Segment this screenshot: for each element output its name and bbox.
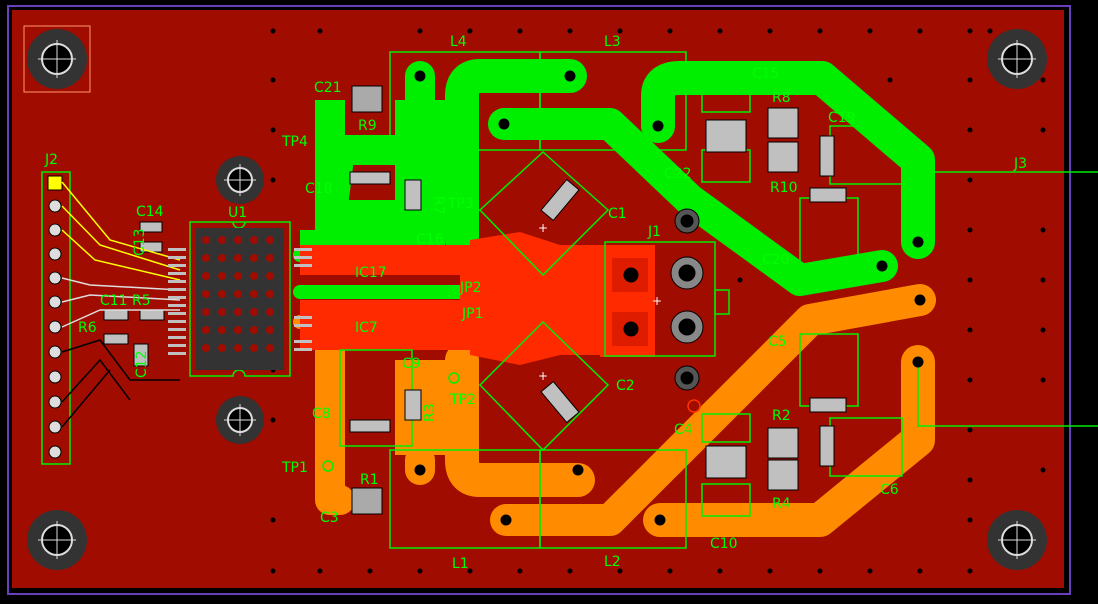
mounting-hole-bl — [27, 510, 87, 570]
label-c9: C9 — [402, 356, 421, 372]
label-r7: R7 — [430, 196, 446, 215]
svg-text:+: + — [538, 369, 548, 383]
label-j1: J1 — [647, 224, 661, 240]
polarity-marks: + + + — [538, 221, 662, 383]
label-l3: L3 — [604, 34, 621, 50]
label-r8: R8 — [772, 90, 791, 106]
label-c21: C21 — [314, 80, 342, 96]
label-tp3: TP3 — [447, 196, 474, 212]
label-c14: C14 — [136, 204, 164, 220]
mounting-hole-tr — [987, 29, 1047, 89]
svg-text:+: + — [652, 294, 662, 308]
label-r3: R3 — [422, 403, 438, 422]
j3-line — [917, 171, 1098, 240]
u1-pins — [168, 248, 312, 355]
label-c13: C13 — [132, 228, 148, 256]
mounting-hole-tl — [27, 29, 87, 89]
u1-thermal-pads — [202, 236, 274, 352]
mounting-hole-u1-bottom — [216, 396, 264, 444]
c4-outline — [701, 413, 751, 443]
label-c2: C2 — [616, 378, 635, 394]
label-r4: R4 — [772, 496, 791, 512]
label-c15: C15 — [752, 66, 780, 82]
c2-outline — [478, 320, 610, 452]
u1-outline — [189, 221, 291, 377]
label-c22: C22 — [664, 166, 692, 182]
label-jp2: JP2 — [459, 280, 481, 296]
label-c8: C8 — [312, 406, 331, 422]
c15-outline — [701, 83, 751, 113]
l3-outline — [539, 51, 687, 151]
c1-outline — [478, 150, 610, 277]
label-l1: L1 — [452, 556, 469, 572]
label-c4: C4 — [674, 422, 693, 438]
board-outline — [7, 5, 1071, 595]
label-c11: C11 — [100, 293, 128, 309]
label-l2: L2 — [604, 554, 621, 570]
label-c20: C20 — [762, 252, 790, 268]
via-grid — [270, 28, 1046, 574]
l2-outline — [539, 449, 687, 549]
mounting-hole-br — [987, 510, 1047, 570]
label-l4: L4 — [450, 34, 467, 50]
label-r6: R6 — [78, 320, 97, 336]
label-c18: C18 — [305, 181, 333, 197]
labels: J2 U1 L4 L3 L1 L2 J1 J3 C21 R9 TP4 C18 R… — [44, 34, 1027, 572]
label-c10: C10 — [710, 536, 738, 552]
label-r9: R9 — [358, 118, 377, 134]
pads — [47, 70, 926, 526]
j2-traces — [61, 181, 181, 428]
label-ic7: IC7 — [355, 320, 378, 336]
label-jp1: JP1 — [461, 306, 483, 322]
label-c5: C5 — [768, 334, 787, 350]
label-j3: J3 — [1013, 156, 1027, 172]
label-tp4: TP4 — [281, 134, 308, 150]
label-c3: C3 — [320, 510, 339, 526]
label-r5: R5 — [132, 293, 151, 309]
c10-outline — [701, 483, 751, 517]
label-c1: C1 — [608, 206, 627, 222]
j2-outline — [41, 171, 71, 465]
test-points — [320, 134, 460, 472]
green-pour-mid — [395, 100, 445, 250]
label-c16: C16 — [416, 232, 444, 248]
svg-text:+: + — [538, 221, 548, 235]
label-tp2: TP2 — [449, 392, 476, 408]
label-c19: C19 — [828, 110, 856, 126]
label-r10: R10 — [770, 180, 798, 196]
label-r2: R2 — [772, 408, 791, 424]
tp-marker — [687, 399, 701, 413]
label-tp1: TP1 — [281, 460, 308, 476]
label-c6: C6 — [880, 482, 899, 498]
label-j2: J2 — [44, 152, 58, 168]
label-r1: R1 — [360, 472, 379, 488]
label-c12: C12 — [134, 350, 150, 378]
mounting-holes — [23, 25, 1047, 570]
label-u1: U1 — [228, 205, 247, 221]
label-ic17: IC17 — [355, 265, 387, 281]
mounting-hole-u1-top — [216, 156, 264, 204]
